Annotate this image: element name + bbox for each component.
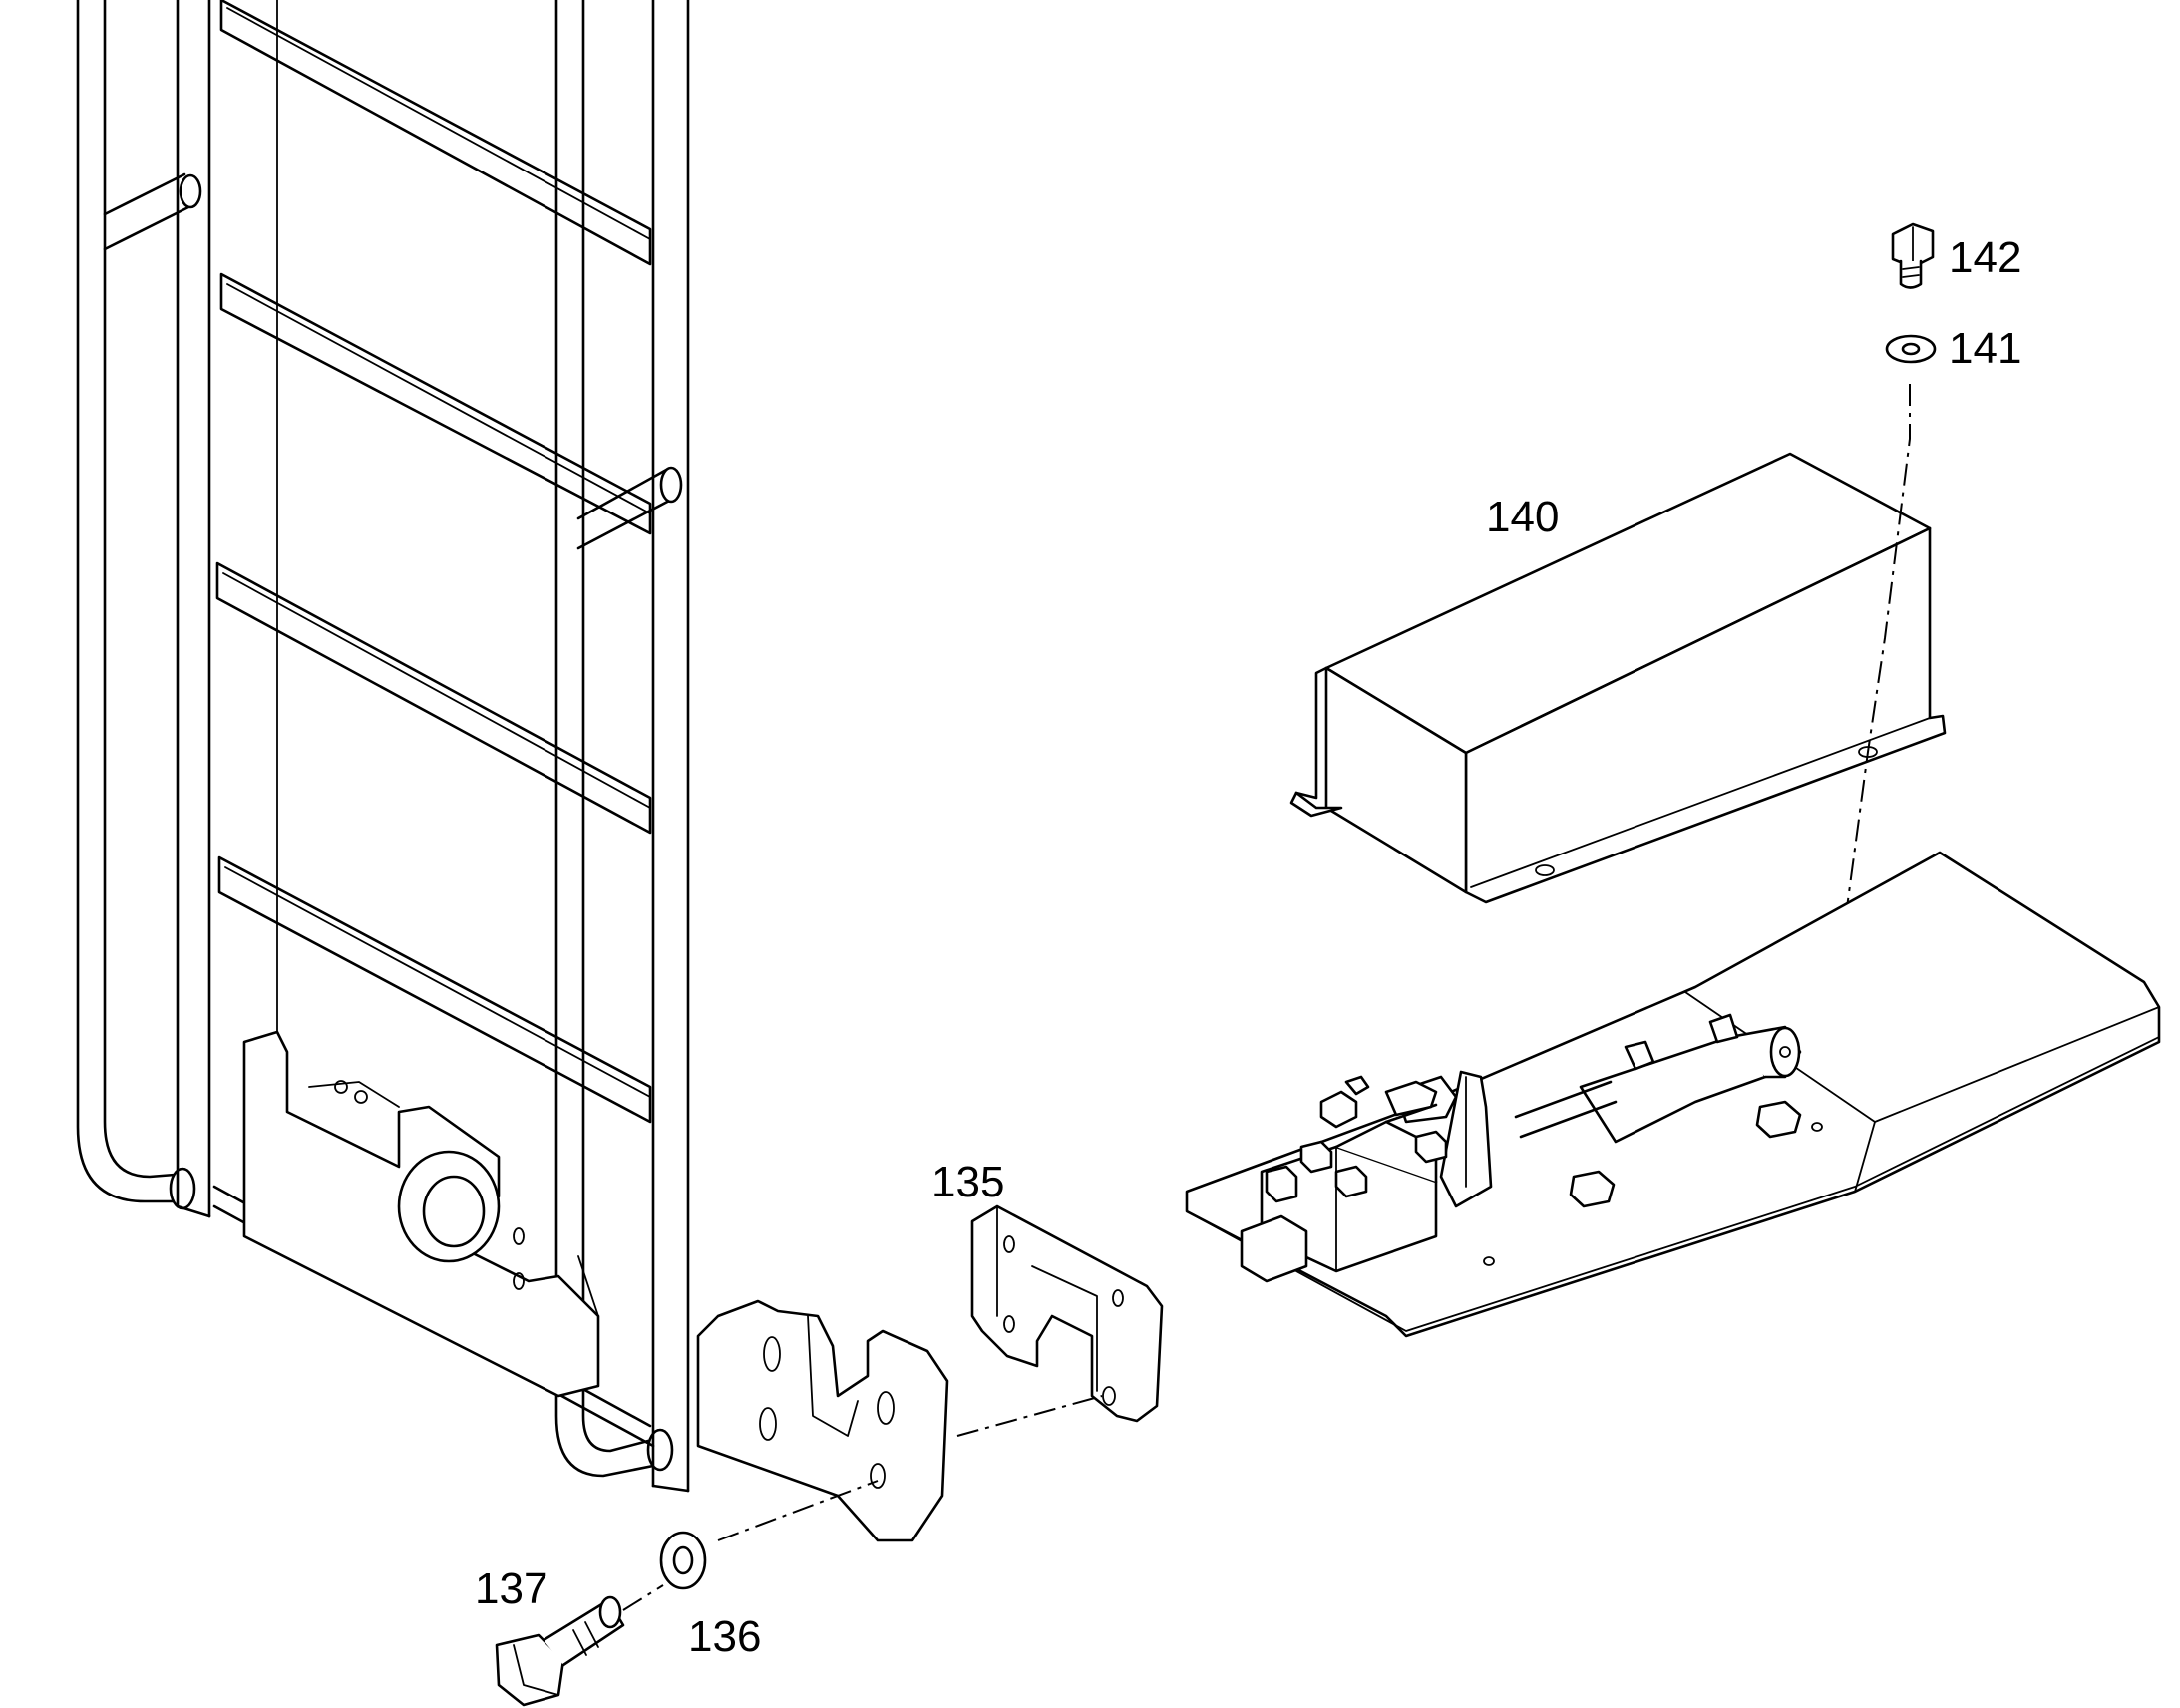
base-plate-assembly	[1185, 851, 2161, 1338]
callout-140: 140	[1486, 493, 1559, 541]
part-141-washer	[1885, 334, 1937, 364]
part-136-washer	[659, 1531, 707, 1590]
ladder-assembly	[76, 0, 690, 1493]
assembly-line-137	[622, 1584, 664, 1611]
callout-136: 136	[688, 1612, 761, 1661]
callout-142: 142	[1949, 233, 2021, 282]
part-135-spacer-bracket	[970, 1204, 1164, 1423]
front-plate	[696, 1299, 949, 1542]
callout-137: 137	[475, 1564, 547, 1613]
callout-141: 141	[1949, 324, 2021, 373]
assembly-line-136	[717, 1480, 879, 1541]
part-140-cover	[1289, 452, 1947, 904]
assembly-line-135	[956, 1395, 1103, 1437]
part-137-hex-bolt	[495, 1595, 625, 1707]
callout-135: 135	[931, 1158, 1004, 1206]
part-142-bolt	[1891, 222, 1935, 289]
